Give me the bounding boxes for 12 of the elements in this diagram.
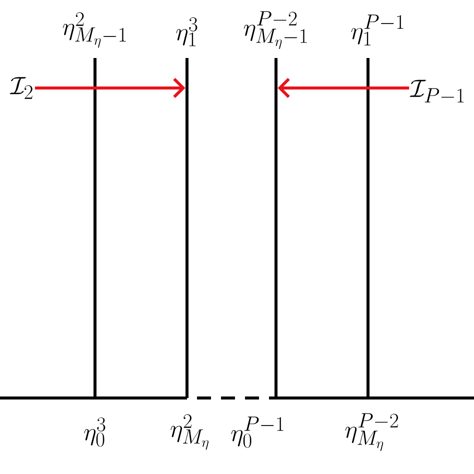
interface-label: $\mathcal{I}_2$ <box>10 77 32 99</box>
arrow <box>278 78 410 98</box>
coordinate-label: $\eta^{P-1}_{0}$ <box>231 416 284 448</box>
arrow <box>34 78 186 98</box>
vertical-line <box>366 58 370 398</box>
coordinate-label: $\eta^{2}_{M_\eta}$ <box>170 414 208 450</box>
interface-label: $\mathcal{I}_{P-1}$ <box>410 80 464 102</box>
coordinate-label: $\eta^{P-2}_{M_\eta}$ <box>345 413 398 452</box>
coordinate-label: $\eta^{3}_{0}$ <box>84 417 106 447</box>
vertical-line <box>186 58 188 398</box>
vertical-line <box>94 58 96 398</box>
vertical-line <box>274 58 278 398</box>
